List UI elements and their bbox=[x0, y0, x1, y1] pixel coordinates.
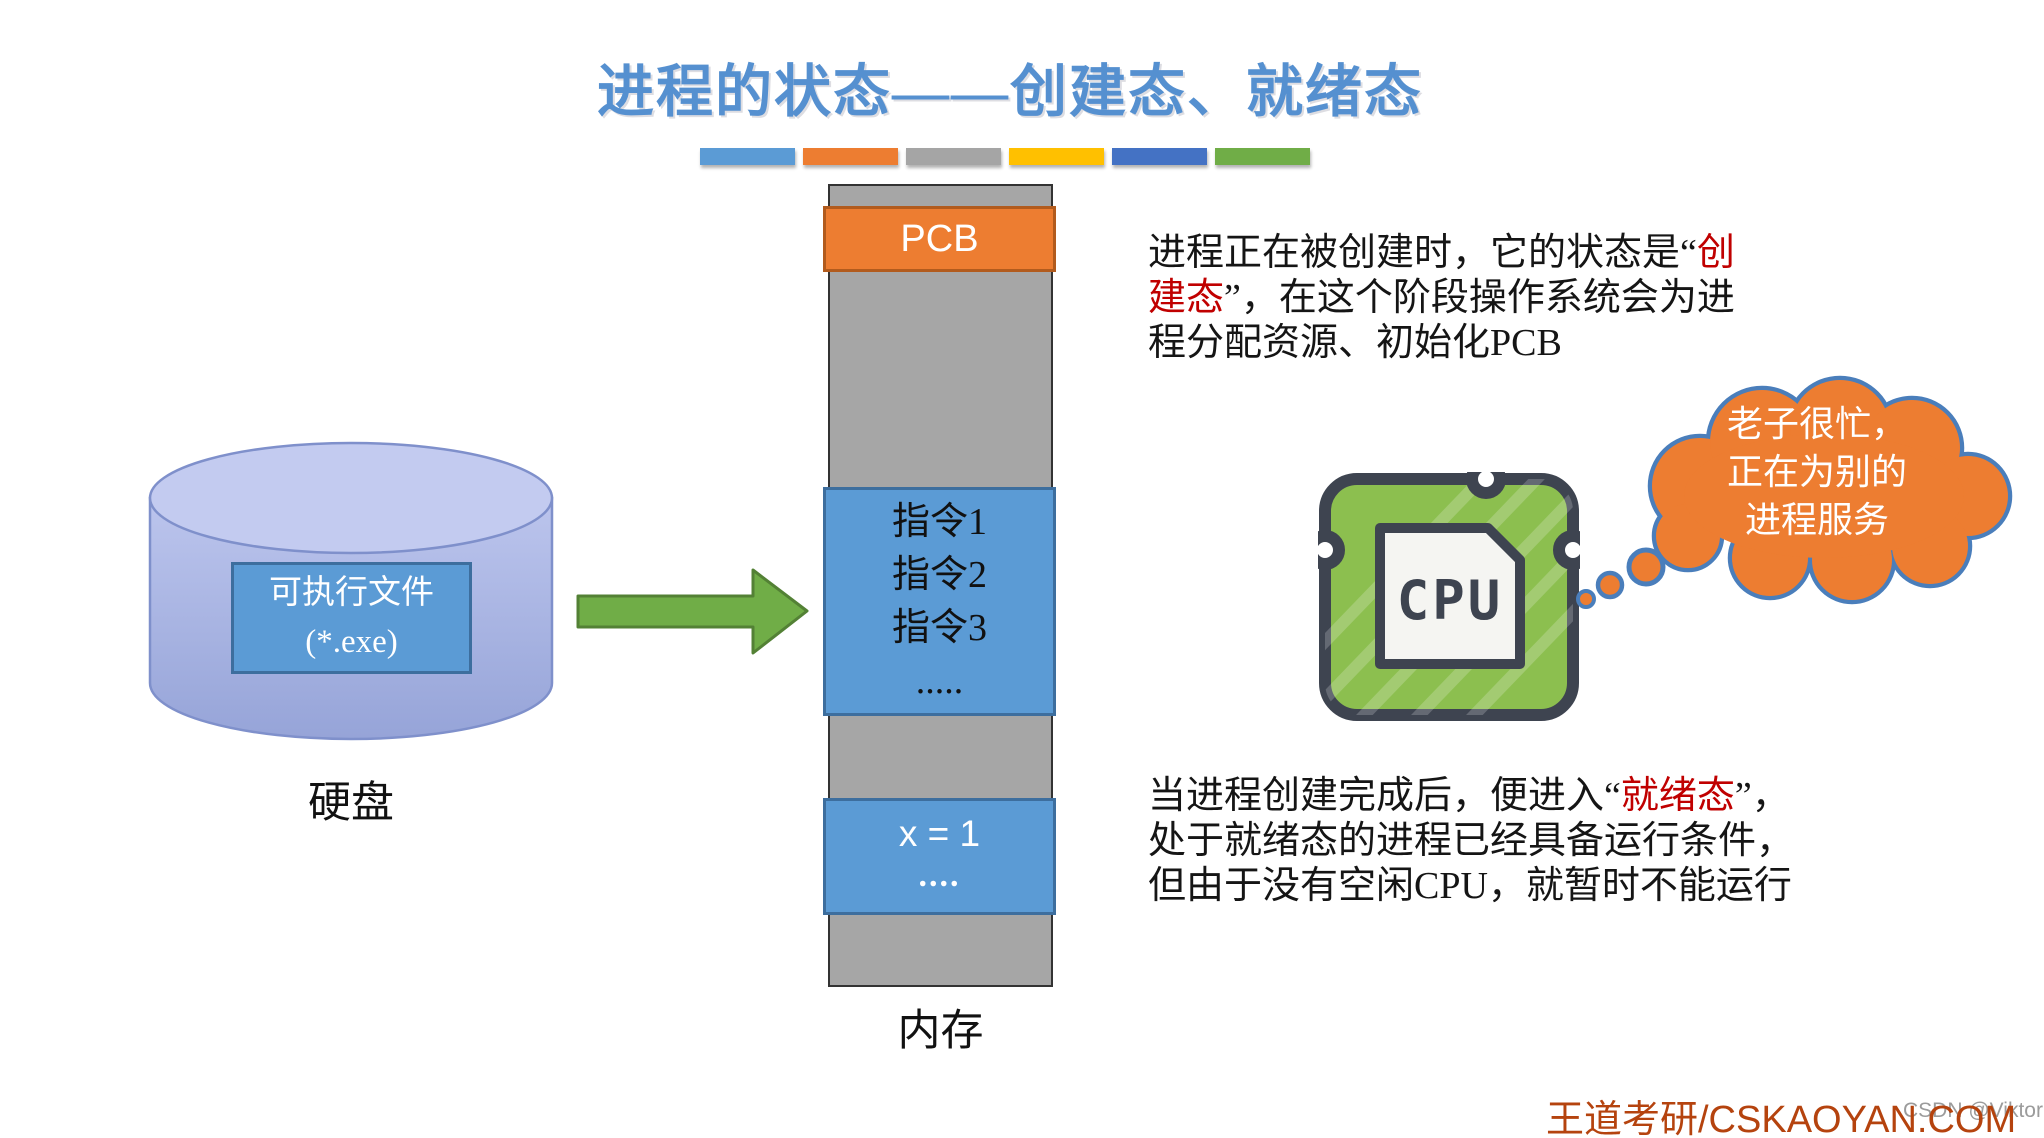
page-title: 进程的状态——创建态、就绪态 bbox=[597, 61, 1423, 124]
decor-bar bbox=[1009, 148, 1104, 165]
ready-paragraph-line2: 处于就绪态的进程已经具备运行条件， bbox=[1148, 820, 1795, 862]
instructions-block: 指令1 指令2 指令3..... bbox=[823, 487, 1056, 716]
load-arrow-icon bbox=[576, 568, 809, 655]
executable-file-line1: 可执行文件 bbox=[269, 574, 434, 611]
ready-state-paragraph: 当进程创建完成后，便进入“就绪态”， 处于就绪态的进程已经具备运行条件， 但由于… bbox=[1148, 774, 1794, 909]
create-paragraph-line2: 建态”，在这个阶段操作系统会为进 bbox=[1148, 277, 1735, 319]
decor-bar bbox=[906, 148, 1001, 165]
thought-dots-icon bbox=[1576, 547, 1666, 609]
memory-column: PCB 指令1 指令2 指令3..... x = 1 .... bbox=[823, 184, 1056, 987]
csdn-watermark: CSDN @Viktoriae bbox=[1903, 1099, 2044, 1122]
create-paragraph-line1: 进程正在被创建时，它的状态是“创 bbox=[1148, 232, 1735, 274]
memory-label: 内存 bbox=[897, 1008, 984, 1055]
data-block-line1: x = 1 bbox=[898, 813, 981, 854]
instruction-line: ..... bbox=[915, 659, 964, 702]
create-state-highlight2: 建态 bbox=[1148, 277, 1225, 319]
instruction-line: 指令1 bbox=[891, 500, 987, 543]
cpu-label: CPU bbox=[1397, 569, 1504, 632]
thought-cloud-line: 进程服务 bbox=[1744, 500, 1889, 540]
instruction-line: 指令3 bbox=[891, 606, 987, 649]
decor-bar bbox=[803, 148, 898, 165]
cpu-chip-icon: CPU bbox=[1318, 472, 1580, 721]
decor-bar bbox=[700, 148, 795, 165]
create-state-highlight: 创 bbox=[1696, 232, 1735, 274]
thought-cloud-line: 正在为别的 bbox=[1726, 452, 1907, 492]
create-paragraph-line3: 程分配资源、初始化PCB bbox=[1148, 322, 1562, 364]
data-block: x = 1 .... bbox=[823, 798, 1056, 915]
pcb-block: PCB bbox=[823, 206, 1056, 272]
executable-file-line2: (*.exe) bbox=[305, 624, 398, 660]
ready-paragraph-line1: 当进程创建完成后，便进入“就绪态”， bbox=[1148, 775, 1790, 817]
thought-cloud-icon bbox=[1647, 375, 2013, 605]
thought-cloud-text: 老子很忙， 正在为别的进程服务 bbox=[1672, 400, 1962, 544]
ready-paragraph-line3: 但由于没有空闲CPU，就暂时不能运行 bbox=[1148, 865, 1792, 907]
decor-bar bbox=[1215, 148, 1310, 165]
brand-watermark: 王道考研/CSKAOYAN.COM bbox=[1546, 1099, 2017, 1138]
executable-file-box: 可执行文件 (*.exe) bbox=[231, 562, 472, 674]
decor-bars bbox=[700, 148, 1310, 165]
create-state-paragraph: 进程正在被创建时，它的状态是“创 建态”，在这个阶段操作系统会为进 程分配资源、… bbox=[1148, 231, 1735, 366]
decor-bar bbox=[1112, 148, 1207, 165]
ready-state-highlight: 就绪态 bbox=[1620, 775, 1735, 817]
data-block-line2: .... bbox=[918, 857, 961, 894]
hard-disk-label: 硬盘 bbox=[308, 780, 394, 827]
instruction-line: 指令2 bbox=[891, 553, 987, 596]
thought-cloud-line: 老子很忙， bbox=[1726, 404, 1907, 444]
